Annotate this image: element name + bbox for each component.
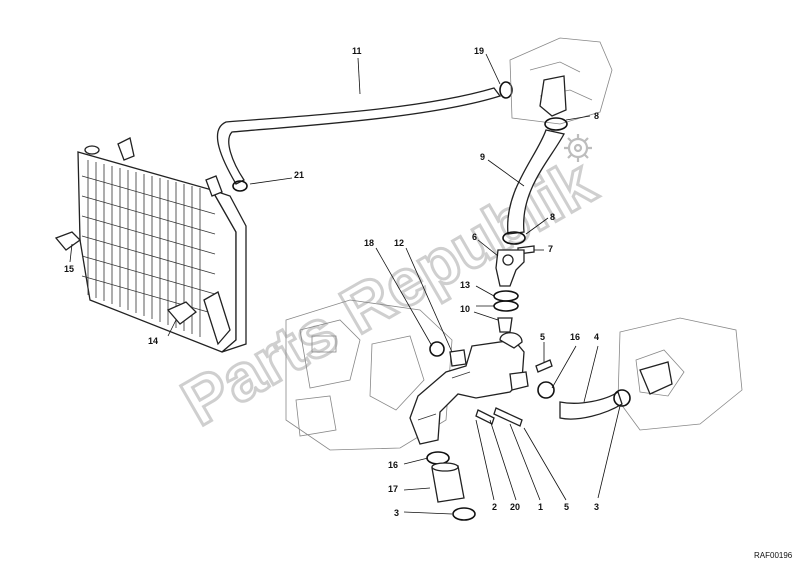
- callout-4: 4: [594, 332, 599, 342]
- reference-code: RAF00196: [754, 551, 793, 560]
- part-4-hose: [559, 390, 623, 420]
- part-20-pin: [475, 409, 495, 425]
- part-16-clamp-right: [537, 381, 555, 399]
- callout-16-right: 16: [570, 332, 580, 342]
- callout-5-upper: 5: [540, 332, 545, 342]
- part-3-clamp-right: [613, 389, 631, 407]
- leader-lines: [69, 53, 621, 515]
- water-pipe-assembly: [409, 332, 529, 445]
- engine-top-outline: [509, 37, 613, 125]
- part-13-o-rings: [493, 290, 519, 312]
- part-14-grommet: [166, 301, 197, 325]
- callout-14: 14: [148, 336, 158, 346]
- callout-21: 21: [294, 170, 304, 180]
- part-19-clamp: [499, 81, 513, 99]
- callout-1: 1: [538, 502, 543, 512]
- callout-6: 6: [472, 232, 477, 242]
- part-12-fitting: [449, 349, 467, 367]
- callout-16-lower: 16: [388, 460, 398, 470]
- part-3-clamp-lower: [452, 507, 476, 521]
- part-21-clamp: [232, 180, 248, 192]
- part-16-clamp-lower: [426, 451, 450, 465]
- callout-18: 18: [364, 238, 374, 248]
- part-1-bolt: [493, 407, 523, 427]
- callout-labels: 11 19 8 21 9 8 7 6 18 12 13 10 15 14 5 1…: [64, 46, 793, 560]
- callout-10: 10: [460, 304, 470, 314]
- callout-17: 17: [388, 484, 398, 494]
- callout-8-upper: 8: [594, 111, 599, 121]
- callout-13: 13: [460, 280, 470, 290]
- part-17-hose: [431, 462, 465, 503]
- part-9-hose: [507, 129, 565, 235]
- callout-3-right: 3: [594, 502, 599, 512]
- callout-7: 7: [548, 244, 553, 254]
- engine-block-outline: [285, 299, 453, 451]
- callout-15: 15: [64, 264, 74, 274]
- engine-right-outline: [617, 317, 743, 431]
- callout-5-lower: 5: [564, 502, 569, 512]
- part-10-thermostat: [497, 317, 513, 333]
- callout-9: 9: [480, 152, 485, 162]
- part-11-hose: [216, 87, 502, 185]
- callout-19: 19: [474, 46, 484, 56]
- callout-2: 2: [492, 502, 497, 512]
- part-5-bolt-upper: [535, 359, 553, 373]
- part-6-thermostat-cover: [495, 249, 525, 287]
- part-8-clamp-upper: [544, 117, 568, 131]
- callout-11: 11: [352, 46, 362, 56]
- callout-3-lower: 3: [394, 508, 399, 518]
- callout-20: 20: [510, 502, 520, 512]
- part-8-clamp-lower: [502, 231, 526, 245]
- part-15-grommet: [54, 231, 82, 251]
- callout-8-lower: 8: [550, 212, 555, 222]
- gear-icon: [564, 134, 592, 162]
- radiator: [77, 137, 247, 353]
- part-18-o-ring: [429, 341, 445, 357]
- callout-12: 12: [394, 238, 404, 248]
